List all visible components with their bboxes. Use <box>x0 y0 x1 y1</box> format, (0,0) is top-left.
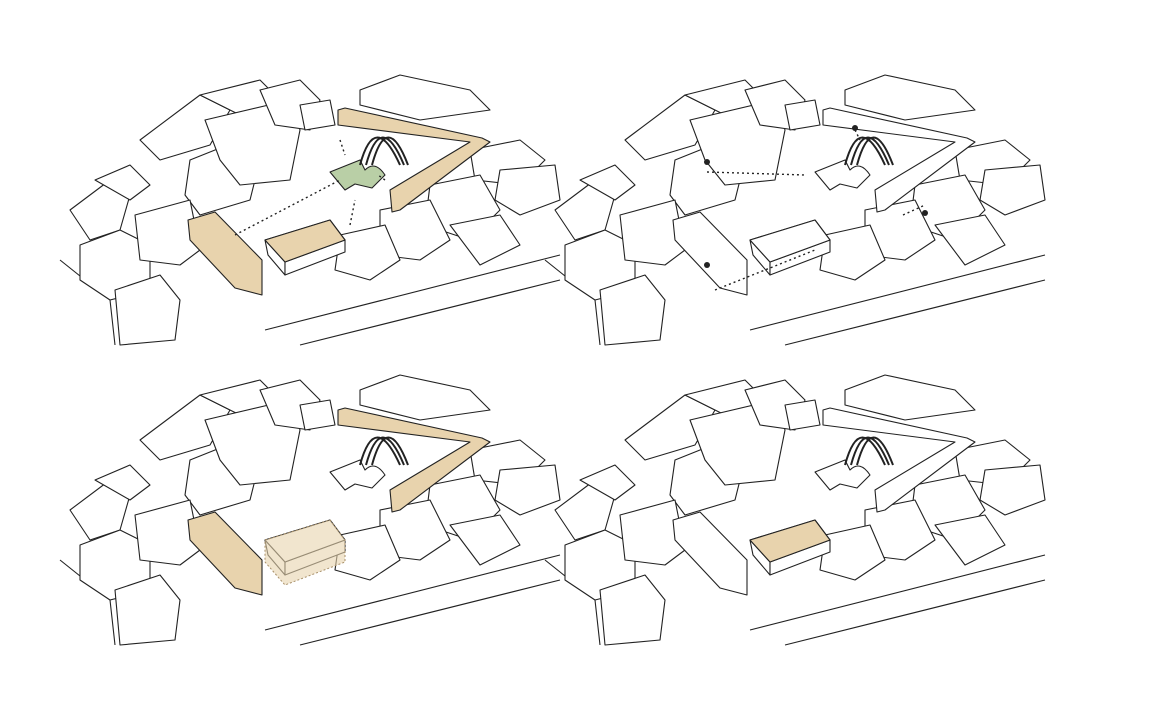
demolished-hall-outline <box>264 519 346 586</box>
site-panel-1 <box>59 74 561 346</box>
pedestrian-icon <box>852 125 858 131</box>
pedestrian-icon <box>704 262 710 268</box>
arch-structure <box>371 436 409 466</box>
pedestrian-icon <box>922 210 928 216</box>
arch-structure <box>365 136 405 166</box>
site-panel-4 <box>544 374 1046 646</box>
arch-structure <box>844 136 886 166</box>
water-pavilion <box>329 459 386 491</box>
edge-building-west <box>187 511 263 596</box>
access-arrow <box>339 139 346 156</box>
arch-structure <box>850 136 890 166</box>
arch-structure <box>850 436 890 466</box>
edge-building-west <box>187 211 263 296</box>
arch-structure <box>844 436 886 466</box>
access-arrow <box>902 204 926 216</box>
arch-structure <box>371 136 409 166</box>
site-panel-2 <box>544 74 1046 346</box>
surrounding-buildings <box>59 74 561 346</box>
water-pavilion <box>814 459 871 491</box>
market-hall-roof <box>749 219 831 263</box>
market-hall-roof <box>749 519 831 563</box>
water-pavilion <box>814 159 871 191</box>
surrounding-buildings <box>544 74 1046 346</box>
arch-structure <box>359 436 401 466</box>
surrounding-buildings <box>544 374 1046 646</box>
surrounding-buildings <box>59 374 561 646</box>
edge-building-north-east <box>822 407 976 513</box>
arch-structure <box>856 136 894 166</box>
market-hall-roof <box>264 219 346 263</box>
edge-building-west <box>672 211 748 296</box>
water-pavilion <box>329 159 386 191</box>
arch-structure <box>856 436 894 466</box>
arch-structure <box>359 136 401 166</box>
edge-building-north-east <box>337 407 491 513</box>
pedestrian-icon <box>704 159 710 165</box>
edge-building-north-east <box>337 107 491 213</box>
arch-structure <box>365 436 405 466</box>
access-arrow <box>377 174 386 181</box>
site-panel-3 <box>59 374 561 646</box>
access-arrow <box>854 129 861 141</box>
access-arrow <box>706 171 806 176</box>
access-arrow <box>349 199 356 226</box>
edge-building-west <box>672 511 748 596</box>
edge-building-north-east <box>822 107 976 213</box>
